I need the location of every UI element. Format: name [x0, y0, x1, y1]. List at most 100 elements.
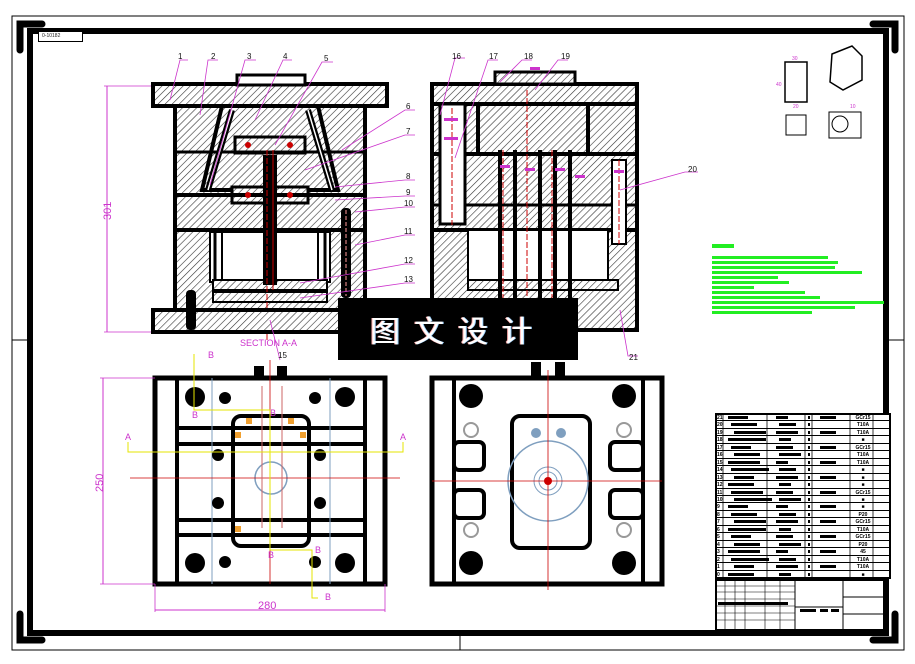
bom-code-bar	[776, 460, 788, 464]
bom-row-number: 16	[717, 452, 723, 459]
title-block	[715, 579, 889, 631]
bom-material: ■	[861, 467, 865, 474]
bom-qty-mark	[808, 453, 810, 457]
height-dimension-301: 301	[102, 202, 114, 220]
bom-code-bar	[776, 535, 793, 539]
bom-row-number: 4	[717, 541, 720, 548]
bom-name-bar	[728, 438, 766, 442]
bom-material: T10A	[856, 556, 870, 563]
bom-name-bar	[734, 475, 754, 479]
bom-row-number: 19	[717, 429, 723, 436]
bom-row-number: 0	[717, 571, 720, 578]
bom-name-bar	[728, 505, 748, 509]
bom-name-bar	[734, 565, 754, 569]
bom-row: 18■	[716, 436, 890, 444]
callout-4: 4	[283, 52, 288, 61]
bom-spec-bar	[820, 535, 836, 539]
bom-qty-mark	[808, 505, 810, 509]
bom-row: 16 T10A	[716, 451, 890, 459]
bom-code-bar	[776, 416, 788, 419]
bom-name-bar	[728, 460, 760, 464]
bom-material: GCr15	[855, 519, 871, 526]
bom-row-number: 12	[717, 482, 723, 489]
bom-material: ■	[861, 504, 865, 511]
bom-material: T10A	[856, 526, 870, 533]
bom-row: 10■	[716, 496, 890, 504]
bom-row-number: 2	[717, 556, 720, 563]
bom-qty-mark	[808, 416, 810, 419]
bom-material: GCr15	[855, 534, 871, 541]
bom-qty-mark	[808, 527, 810, 531]
bom-row: 2 T10A	[716, 556, 890, 564]
bom-material: ■	[861, 437, 865, 444]
bom-row: 14 ■	[716, 466, 890, 474]
bom-code-bar	[779, 542, 801, 546]
plan-view-right	[429, 362, 665, 590]
bom-name-bar	[731, 423, 757, 427]
drawing-number: 0-10182	[38, 31, 83, 42]
bom-name-bar	[728, 527, 766, 531]
bom-row-number: 14	[717, 467, 723, 474]
bom-row-number: 3	[717, 549, 720, 556]
bom-qty-mark	[808, 535, 810, 539]
callout-17: 17	[489, 52, 498, 61]
bom-name-bar	[734, 430, 766, 434]
bom-code-bar	[776, 430, 798, 434]
cut-label-b2: B	[270, 408, 276, 418]
bom-row-number: 17	[717, 444, 723, 451]
part-sketch: 30 40 20 10	[776, 45, 863, 139]
callout-3: 3	[247, 52, 252, 61]
bom-code-bar	[779, 557, 796, 561]
bom-material: ■	[861, 497, 865, 503]
callout-18: 18	[524, 52, 533, 61]
bom-material: GCr15	[855, 489, 871, 496]
callout-10: 10	[404, 199, 413, 208]
bom-qty-mark	[808, 565, 810, 569]
bom-name-bar	[728, 483, 754, 487]
bom-row-number: 8	[717, 511, 720, 518]
bom-code-bar	[779, 483, 791, 487]
bom-qty-mark	[808, 512, 810, 516]
bom-qty-mark	[808, 557, 810, 561]
bom-material: T10A	[856, 452, 870, 459]
plan-view-left: A A B B B B B B 250 280	[94, 350, 406, 612]
bom-material: T10A	[856, 459, 870, 466]
bom-qty-mark	[808, 438, 810, 442]
bom-qty-mark	[808, 468, 810, 472]
bom-row: 5 GCr15	[716, 533, 890, 541]
bom-spec-bar	[820, 550, 836, 554]
bom-code-bar	[776, 505, 788, 509]
bom-row-number: 5	[717, 534, 720, 541]
callout-21: 21	[629, 353, 638, 362]
bom-spec-bar	[820, 505, 836, 509]
bom-name-bar	[728, 550, 760, 554]
bom-name-bar	[734, 520, 766, 524]
bom-material: ■	[861, 482, 865, 489]
bom-qty-mark	[808, 550, 810, 554]
callout-1: 1	[178, 52, 183, 61]
bom-qty-mark	[808, 483, 810, 487]
callout-2: 2	[211, 52, 216, 61]
bom-material: GCr15	[855, 415, 871, 421]
bom-code-bar	[779, 453, 801, 457]
bom-name-bar	[728, 572, 754, 576]
bom-name-bar	[731, 468, 769, 472]
cut-label-b6: B	[325, 592, 331, 602]
bom-name-bar	[734, 453, 760, 457]
bom-name-bar	[731, 490, 763, 494]
bom-code-bar	[779, 438, 791, 442]
cut-label-b1: B	[208, 350, 214, 360]
bom-qty-mark	[808, 520, 810, 524]
bom-code-bar	[779, 498, 801, 501]
bom-qty-mark	[808, 475, 810, 479]
width-dimension-280: 280	[258, 600, 276, 612]
callout-6: 6	[406, 102, 411, 111]
bom-material: GCr15	[855, 444, 871, 451]
bom-qty-mark	[808, 542, 810, 546]
